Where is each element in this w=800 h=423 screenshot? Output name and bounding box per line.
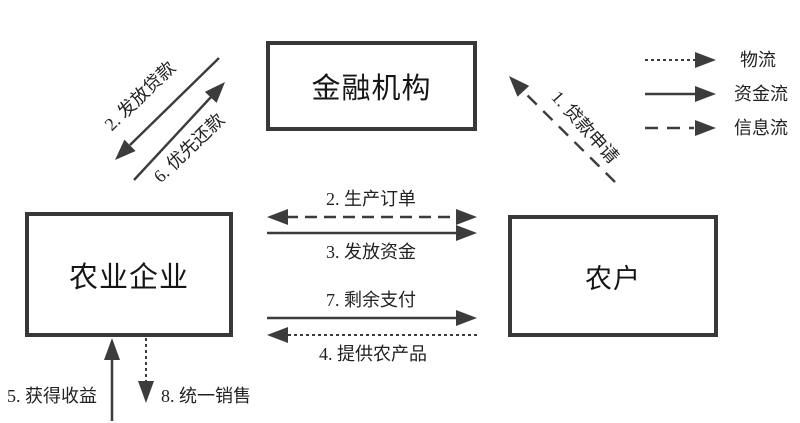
node-financial-institution-label: 金融机构 <box>311 73 432 105</box>
legend-label-information-flow: 信息流 <box>734 118 788 138</box>
legend-logistics-arrow <box>645 52 716 68</box>
arrow-fund-disburse <box>267 225 477 241</box>
arrow-loan-disburse <box>115 57 220 160</box>
arrow-priority-repay <box>133 82 225 181</box>
flow-label-provide-products: 4. 提供农产品 <box>319 344 427 364</box>
node-agricultural-enterprise-label: 农业企业 <box>68 261 189 294</box>
legend-label-logistics: 物流 <box>740 50 776 70</box>
legend-label-capital-flow: 资金流 <box>734 84 788 104</box>
node-farmer-label: 农户 <box>585 263 641 294</box>
flow-label-gain-income: 5. 获得收益 <box>7 386 97 406</box>
node-agricultural-enterprise: 农业企业 <box>25 212 233 337</box>
arrow-production-order <box>267 209 477 225</box>
node-farmer: 农户 <box>508 215 718 337</box>
legend-information-flow-arrow <box>645 120 716 136</box>
flow-label-fund-disburse: 3. 发放资金 <box>326 242 416 262</box>
arrow-remaining-payment <box>267 310 477 326</box>
arrow-provide-products <box>267 327 477 343</box>
flow-label-production-order: 2. 生产订单 <box>326 189 416 209</box>
legend-capital-flow-arrow <box>645 86 716 102</box>
arrow-unified-sales <box>138 338 154 403</box>
arrow-loan-apply <box>509 76 616 183</box>
flow-label-unified-sales: 8. 统一销售 <box>161 386 251 406</box>
arrow-gain-income <box>104 338 120 421</box>
node-financial-institution: 金融机构 <box>266 41 477 131</box>
flow-label-remaining-payment: 7. 剩余支付 <box>326 290 416 310</box>
